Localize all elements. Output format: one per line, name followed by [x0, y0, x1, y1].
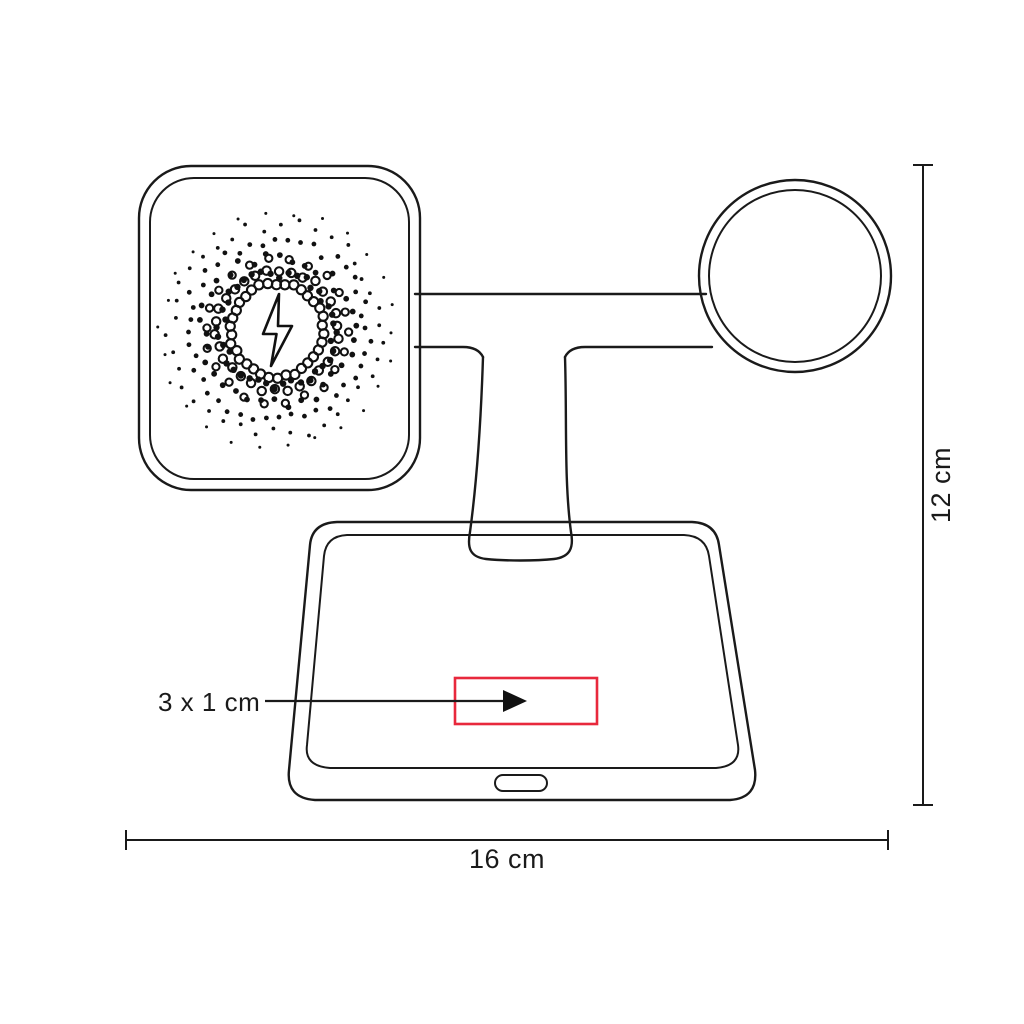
- support-arm: [413, 292, 714, 359]
- square-charging-pad: [137, 164, 422, 492]
- led-indicator-slot: [494, 774, 548, 792]
- wireless-charging-icon: [156, 211, 394, 449]
- base-platform: [287, 520, 757, 802]
- width-dimension-line: [125, 830, 889, 850]
- print-area-label: 3 x 1 cm: [158, 687, 260, 717]
- circular-charging-pad: [697, 178, 893, 374]
- height-dimension-label: 12 cm: [926, 447, 956, 523]
- print-area-callout: [265, 690, 527, 712]
- height-dimension-line: [913, 164, 933, 806]
- width-dimension-label: 16 cm: [469, 844, 545, 874]
- neck-stem: [467, 355, 574, 562]
